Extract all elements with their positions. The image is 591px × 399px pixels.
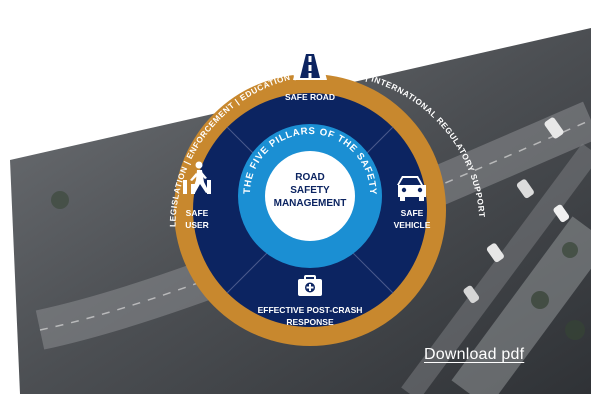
- pillar-safe-road: SAFE ROAD: [285, 49, 335, 102]
- center-line-1: ROAD: [295, 172, 324, 183]
- pillar-post-crash: EFFECTIVE POST-CRASH RESPONSE: [258, 275, 363, 327]
- pillar-safe-user: SAFE USER: [183, 161, 211, 230]
- first-aid-kit-icon: [298, 275, 322, 296]
- safe-vehicle-line-1: SAFE: [401, 208, 424, 218]
- post-crash-line-2: RESPONSE: [286, 317, 334, 327]
- center-line-2: SAFETY: [290, 185, 330, 196]
- post-crash-line-1: EFFECTIVE POST-CRASH: [258, 305, 363, 315]
- safe-vehicle-line-2: VEHICLE: [394, 220, 431, 230]
- pillar-safe-vehicle: SAFE VEHICLE: [394, 176, 431, 230]
- road-icon: [293, 49, 327, 80]
- safe-user-line-1: SAFE: [186, 208, 209, 218]
- car-icon: [397, 176, 426, 201]
- center-line-3: MANAGEMENT: [274, 198, 347, 209]
- pedestrian-crossing-icon: [183, 161, 211, 194]
- center-label: ROAD SAFETY MANAGEMENT: [274, 172, 347, 209]
- safe-user-line-2: USER: [185, 220, 209, 230]
- safe-road-label: SAFE ROAD: [285, 92, 335, 102]
- center-circle: [265, 151, 355, 241]
- download-pdf-link[interactable]: Download pdf: [424, 346, 525, 363]
